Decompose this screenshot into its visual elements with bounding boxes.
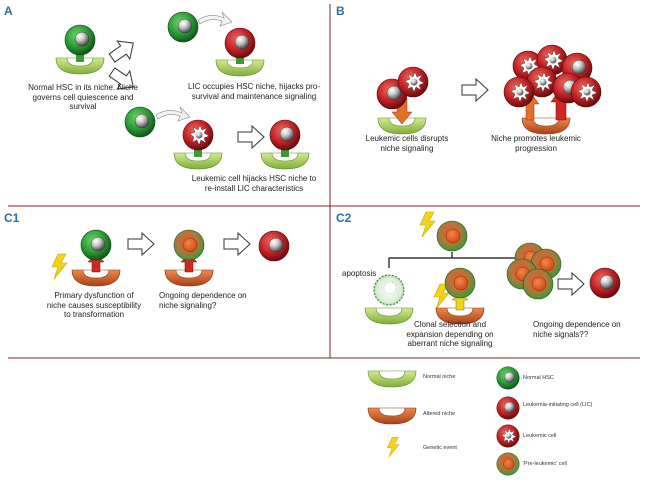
legend-altered-niche: Altered niche <box>423 411 456 417</box>
caption-c2-dependence: Ongoing dependence on niche signals?? <box>533 320 621 339</box>
legend-pre-leukemic: 'Pre-leukemic' cell <box>523 461 567 467</box>
panel-c1-art <box>51 229 290 287</box>
caption-clonal-selection: Clonal selection and expansion depending… <box>406 320 494 348</box>
caption-leukemic-hijacks: Leukemic cell hijacks HSC niche to re-in… <box>191 174 317 193</box>
legend-leukemic-cell: Leukemic cell <box>523 433 557 439</box>
legend-lic: Leukemia-initiating cell (LIC) <box>523 402 593 408</box>
panel-a-art <box>55 11 310 170</box>
label-apoptosis: apoptosis <box>342 269 377 278</box>
caption-c1-dependence: Ongoing dependence on niche signaling? <box>159 291 247 310</box>
panel-c2-art <box>364 211 621 325</box>
arrow-a-upper <box>105 33 141 68</box>
panel-letter-c2: C2 <box>336 211 352 225</box>
legend-art <box>367 366 520 476</box>
panel-b-art <box>376 44 602 135</box>
panel-letter-c1: C1 <box>4 211 20 225</box>
caption-normal-hsc: Normal HSC in its niche. Niche governs c… <box>28 83 138 111</box>
panel-letter-a: A <box>4 4 13 18</box>
legend-genetic-event: Genetic event <box>423 445 457 451</box>
caption-primary-dysfunction: Primary dysfunction of niche causes susc… <box>46 291 142 319</box>
panel-letter-b: B <box>336 4 345 18</box>
caption-disrupts: Leukemic cells disrupts niche signaling <box>365 134 449 153</box>
legend-normal-hsc: Normal HSC <box>523 375 554 381</box>
legend-normal-niche: Normal niche <box>423 374 456 380</box>
caption-lic-occupies: LIC occupies HSC niche, hijacks pro-surv… <box>187 82 321 101</box>
caption-promotes: Niche promotes leukemic progression <box>491 134 581 153</box>
panel-dividers <box>8 4 640 359</box>
